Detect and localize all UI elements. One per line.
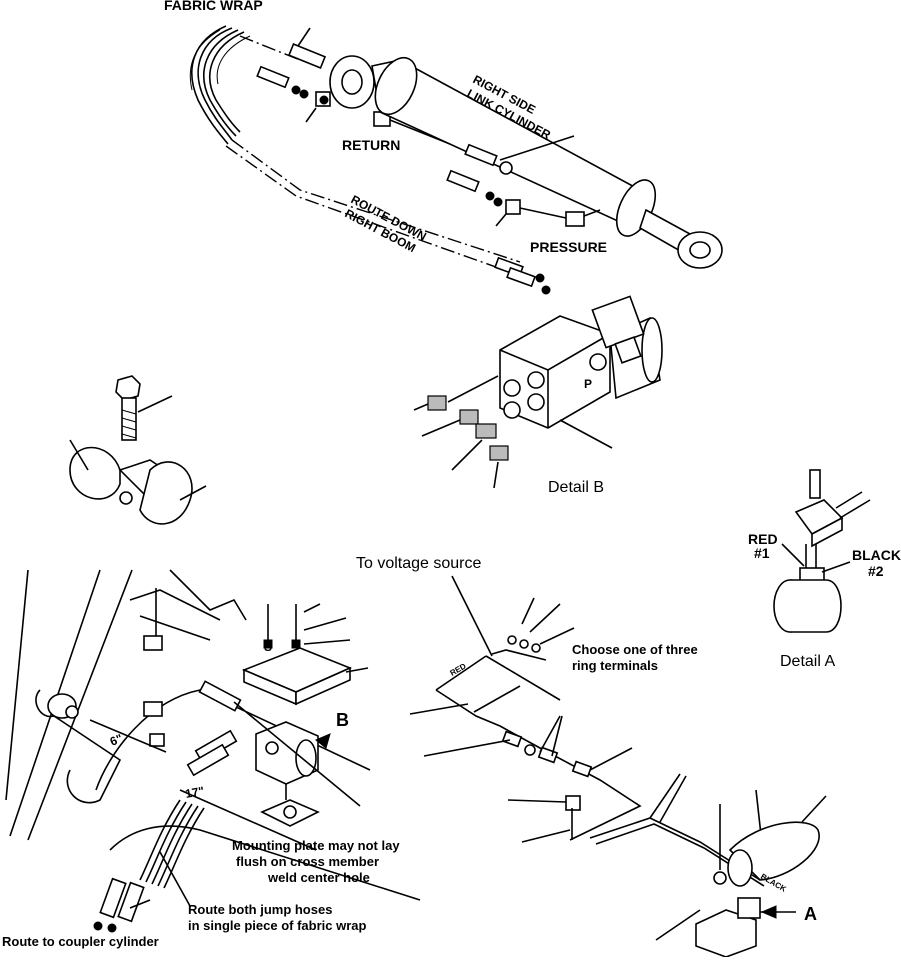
label-fabric-wrap: FABRIC WRAP [164,0,263,13]
note-mounting-plate-1: Mounting plate may not lay [232,838,400,853]
wiring-assembly: To voltage source Choose one of three ri… [356,555,827,958]
callout-b: B [336,710,349,730]
right-side-link-cylinder [329,55,723,269]
note-mounting-plate-3: weld center hole [267,870,370,885]
fittings [413,375,613,489]
dim-6-inch: 6" [108,731,125,749]
label-to-voltage-source: To voltage source [356,555,482,572]
callout-a: A [804,904,817,924]
label-black-num: #2 [868,563,884,579]
hose-fittings-lower [494,256,551,295]
dim-17-inch: 17" [184,784,205,801]
detail-a-solenoid: RED #1 BLACK #2 Detail A [748,469,901,670]
label-black: BLACK [852,547,901,563]
valve-port-p: P [584,377,592,391]
label-choose-terminals-1: Choose one of three [572,642,698,657]
clamp-bolt-assembly [69,375,207,525]
link-cylinder-assembly: FABRIC WRAP RIGHT SIDE LINK CYLINDER RET… [164,0,723,295]
label-pressure: PRESSURE [530,239,607,255]
note-route-coupler: Route to coupler cylinder [2,934,159,949]
detail-b-valve: P Detail B [413,295,663,496]
label-return: RETURN [342,137,400,153]
plate-label-s: S [264,640,272,654]
note-route-hoses-1: Route both jump hoses [188,902,332,917]
note-route-hoses-2: in single piece of fabric wrap [188,918,366,933]
note-mounting-plate-2: flush on cross member [236,854,379,869]
mounting-assembly: S 6" 17" B Mounting plate may not lay fl… [2,569,421,949]
label-red: RED [748,531,778,547]
label-detail-a: Detail A [780,653,835,670]
label-red-num: #1 [754,545,770,561]
label-choose-terminals-2: ring terminals [572,658,658,673]
label-detail-b: Detail B [548,479,604,496]
